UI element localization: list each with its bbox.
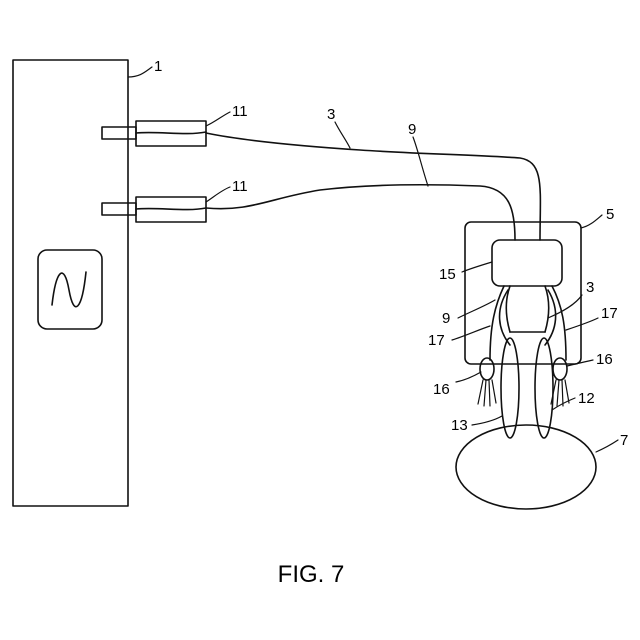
- unit-15: [462, 240, 562, 286]
- label-11-top: 11: [232, 103, 248, 120]
- label-11-bottom: 11: [232, 178, 248, 195]
- label-9-top: 9: [408, 121, 416, 138]
- connector-top: [102, 112, 230, 146]
- reference-labels: 1 11 11 3 9 5 15 3 9 17 17 16 16 12 13 7: [154, 58, 628, 449]
- figure-caption: FIG. 7: [278, 561, 345, 588]
- label-5: 5: [606, 206, 614, 223]
- label-16-right: 16: [596, 351, 613, 368]
- label-9-left: 9: [442, 310, 450, 327]
- label-3-right: 3: [586, 279, 594, 296]
- sine-wave-icon: [38, 250, 102, 329]
- label-15: 15: [439, 266, 456, 283]
- connector-bottom: [102, 187, 230, 222]
- handpiece-housing: [465, 215, 602, 364]
- label-7: 7: [620, 432, 628, 449]
- electrode-left: [456, 358, 496, 406]
- applicator-blades: [472, 338, 575, 438]
- label-13: 13: [451, 417, 468, 434]
- label-17-left: 17: [428, 332, 445, 349]
- label-17-right: 17: [601, 305, 618, 322]
- label-16-left: 16: [433, 381, 450, 398]
- label-12: 12: [578, 390, 595, 407]
- inner-wiring: [452, 286, 598, 360]
- label-3-top: 3: [327, 106, 335, 123]
- body-region: [456, 425, 618, 509]
- label-1: 1: [154, 58, 162, 75]
